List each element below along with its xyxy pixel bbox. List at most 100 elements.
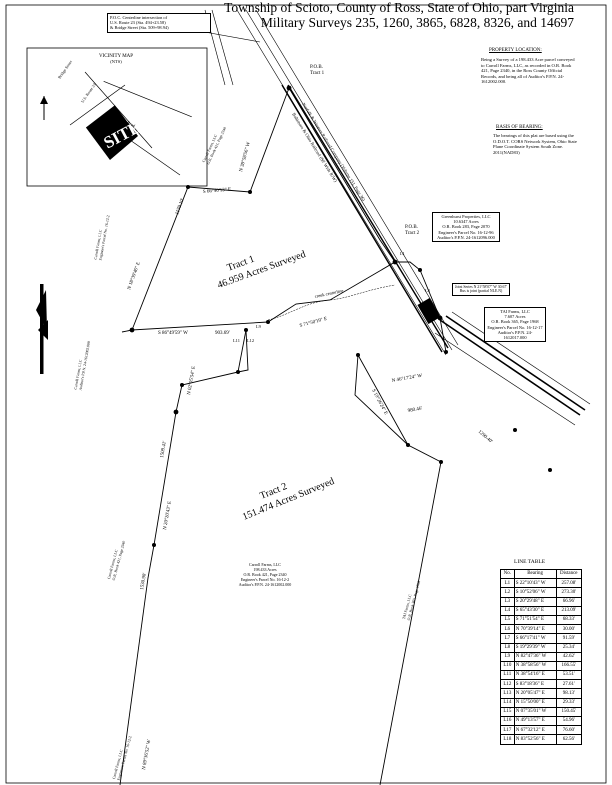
distance-cell: 213.09' <box>555 605 583 616</box>
svg-text:L11: L11 <box>233 338 240 343</box>
monument <box>129 327 135 333</box>
monument <box>236 370 240 374</box>
line-table-title: LINE TABLE <box>514 559 546 565</box>
monument <box>513 428 517 432</box>
monument <box>356 353 360 357</box>
svg-text:Carroll Farms, LLC: Carroll Farms, LLC <box>74 359 84 390</box>
monument-cluster <box>417 297 441 325</box>
tai-owner-box: TAI Farms, LLC 7.607 Acres O.R. Book 365… <box>484 307 546 343</box>
owner-line: O.R. Book 283, Page 2070 <box>442 224 490 230</box>
sheet-border <box>5 4 607 784</box>
bearing-label: N 20°20'43" E <box>163 501 173 531</box>
tract-2-label-group: Tract 2 151.474 Acres Surveyed <box>241 476 336 523</box>
pob-tract-1-label: P.O.B. <box>310 65 323 70</box>
svg-text:L3: L3 <box>425 288 431 293</box>
tract-2-boundary <box>119 329 442 785</box>
bearing-cell: N 38°58'56" W <box>513 660 557 672</box>
line-number-cell: L7 <box>500 633 515 644</box>
railroad-label: Norfolk & Western Railroad Company (Volu… <box>300 102 366 203</box>
bearing-label: N 02°05'54" E <box>187 366 197 396</box>
bearing-cell: S 66°17'41" W <box>513 633 557 644</box>
poc-note: P.O.C. Centerline intersection of U.S. R… <box>107 13 211 33</box>
line-number-cell: L10 <box>500 660 515 672</box>
monument <box>266 320 270 324</box>
monument <box>173 409 179 415</box>
line-number-cell: L12 <box>500 679 515 690</box>
bearing-cell: S 19°29'39" W <box>513 642 557 653</box>
vicinity-map-title: VICINITY MAP <box>99 54 133 59</box>
bearing-label: S 66°40'13" E <box>203 188 232 195</box>
owner-line: Engineer's Parcel No. 16-12-17 <box>487 324 543 330</box>
bearing-label: N 38°58'56" W <box>239 141 252 172</box>
distance-cell: 273.30' <box>555 587 583 598</box>
monument <box>248 190 252 194</box>
line-number-cell: L11 <box>500 670 515 681</box>
owner-line: O.R. Book 365, Page 1968 <box>491 319 539 325</box>
basis-of-bearing-body: The bearings of this plat are based usin… <box>493 133 577 155</box>
bearing-label: N 46°17'24" W <box>391 374 422 384</box>
monument <box>439 460 443 464</box>
distance-cell: 27.61' <box>555 679 583 690</box>
distance-cell: 76.60' <box>555 725 583 736</box>
line-number-cell: L16 <box>500 715 515 727</box>
distance-cell: 54.96' <box>555 715 583 727</box>
pob-tract-2-label: P.O.B. <box>405 225 418 230</box>
owner-line: 198.433 Acres <box>253 567 277 572</box>
bearing-cell: N 82°47'36" W <box>513 651 557 662</box>
bearing-label: N 18°39'46" E <box>127 262 142 291</box>
north-arrow-small <box>40 96 48 120</box>
distance-cell: 42.62' <box>555 651 583 662</box>
north-arrow-large <box>36 284 48 374</box>
property-location-heading: PROPERTY LOCATION: <box>489 48 542 53</box>
line-number-cell: L8 <box>500 642 515 653</box>
owner-line: Carroll Farms, LLC <box>249 562 281 567</box>
line-number-cell: L3 <box>500 596 515 607</box>
monument <box>180 383 184 387</box>
owner-line: Engineer's Parcel No. 16-12-96 <box>438 229 494 235</box>
owner-line: Engineer's Parcel No. 16-12-2 <box>240 577 290 582</box>
plat-title-line-1: Township of Scioto, County of Ross, Stat… <box>224 0 574 15</box>
bearing-cell: N 15°50'00" E <box>513 697 557 708</box>
tract-1-label-group: Tract 1 46.959 Acres Surveyed <box>216 249 307 291</box>
owner-line: 10.6347 Acres <box>453 219 479 225</box>
line-tags: L1 L3 L12 L11 L9 <box>233 251 431 343</box>
svg-text:L9: L9 <box>256 324 262 329</box>
bearing-label: N 89°36'52" W <box>142 739 152 770</box>
bearing-cell: N 38°54'16" E <box>513 670 557 681</box>
monument <box>186 185 190 189</box>
joint-line: Bus is joint (partial NLE.N) <box>459 289 503 294</box>
survey-monuments <box>129 85 552 547</box>
bearing-cell: N 70°39'14" E <box>513 624 557 635</box>
line-number-cell: L18 <box>500 734 515 745</box>
line-number-cell: L13 <box>500 688 515 699</box>
distance-cell: 91.59' <box>555 633 583 644</box>
distance-label: 980.46' <box>407 406 422 413</box>
column-header: No. <box>500 568 515 580</box>
owner-line: 7.607 Acres <box>504 314 526 320</box>
property-location-body: Being a Survey of a 198.433 Acre parcel … <box>481 57 575 85</box>
bearing-cell: S 71°51'54" E <box>513 614 557 626</box>
basis-of-bearing-heading: BASIS OF BEARING: <box>496 125 543 130</box>
line-number-cell: L4 <box>500 605 515 616</box>
bearing-cell: S 20°29'48" E <box>513 596 557 607</box>
owner-line: Greenhurst Properties, LLC <box>441 214 491 219</box>
poc-note-line: P.O.C. Centerline intersection of <box>110 15 168 20</box>
distance-cell: 29.33' <box>555 697 583 708</box>
bearing-cell: S 22°10'43" W <box>513 578 557 589</box>
